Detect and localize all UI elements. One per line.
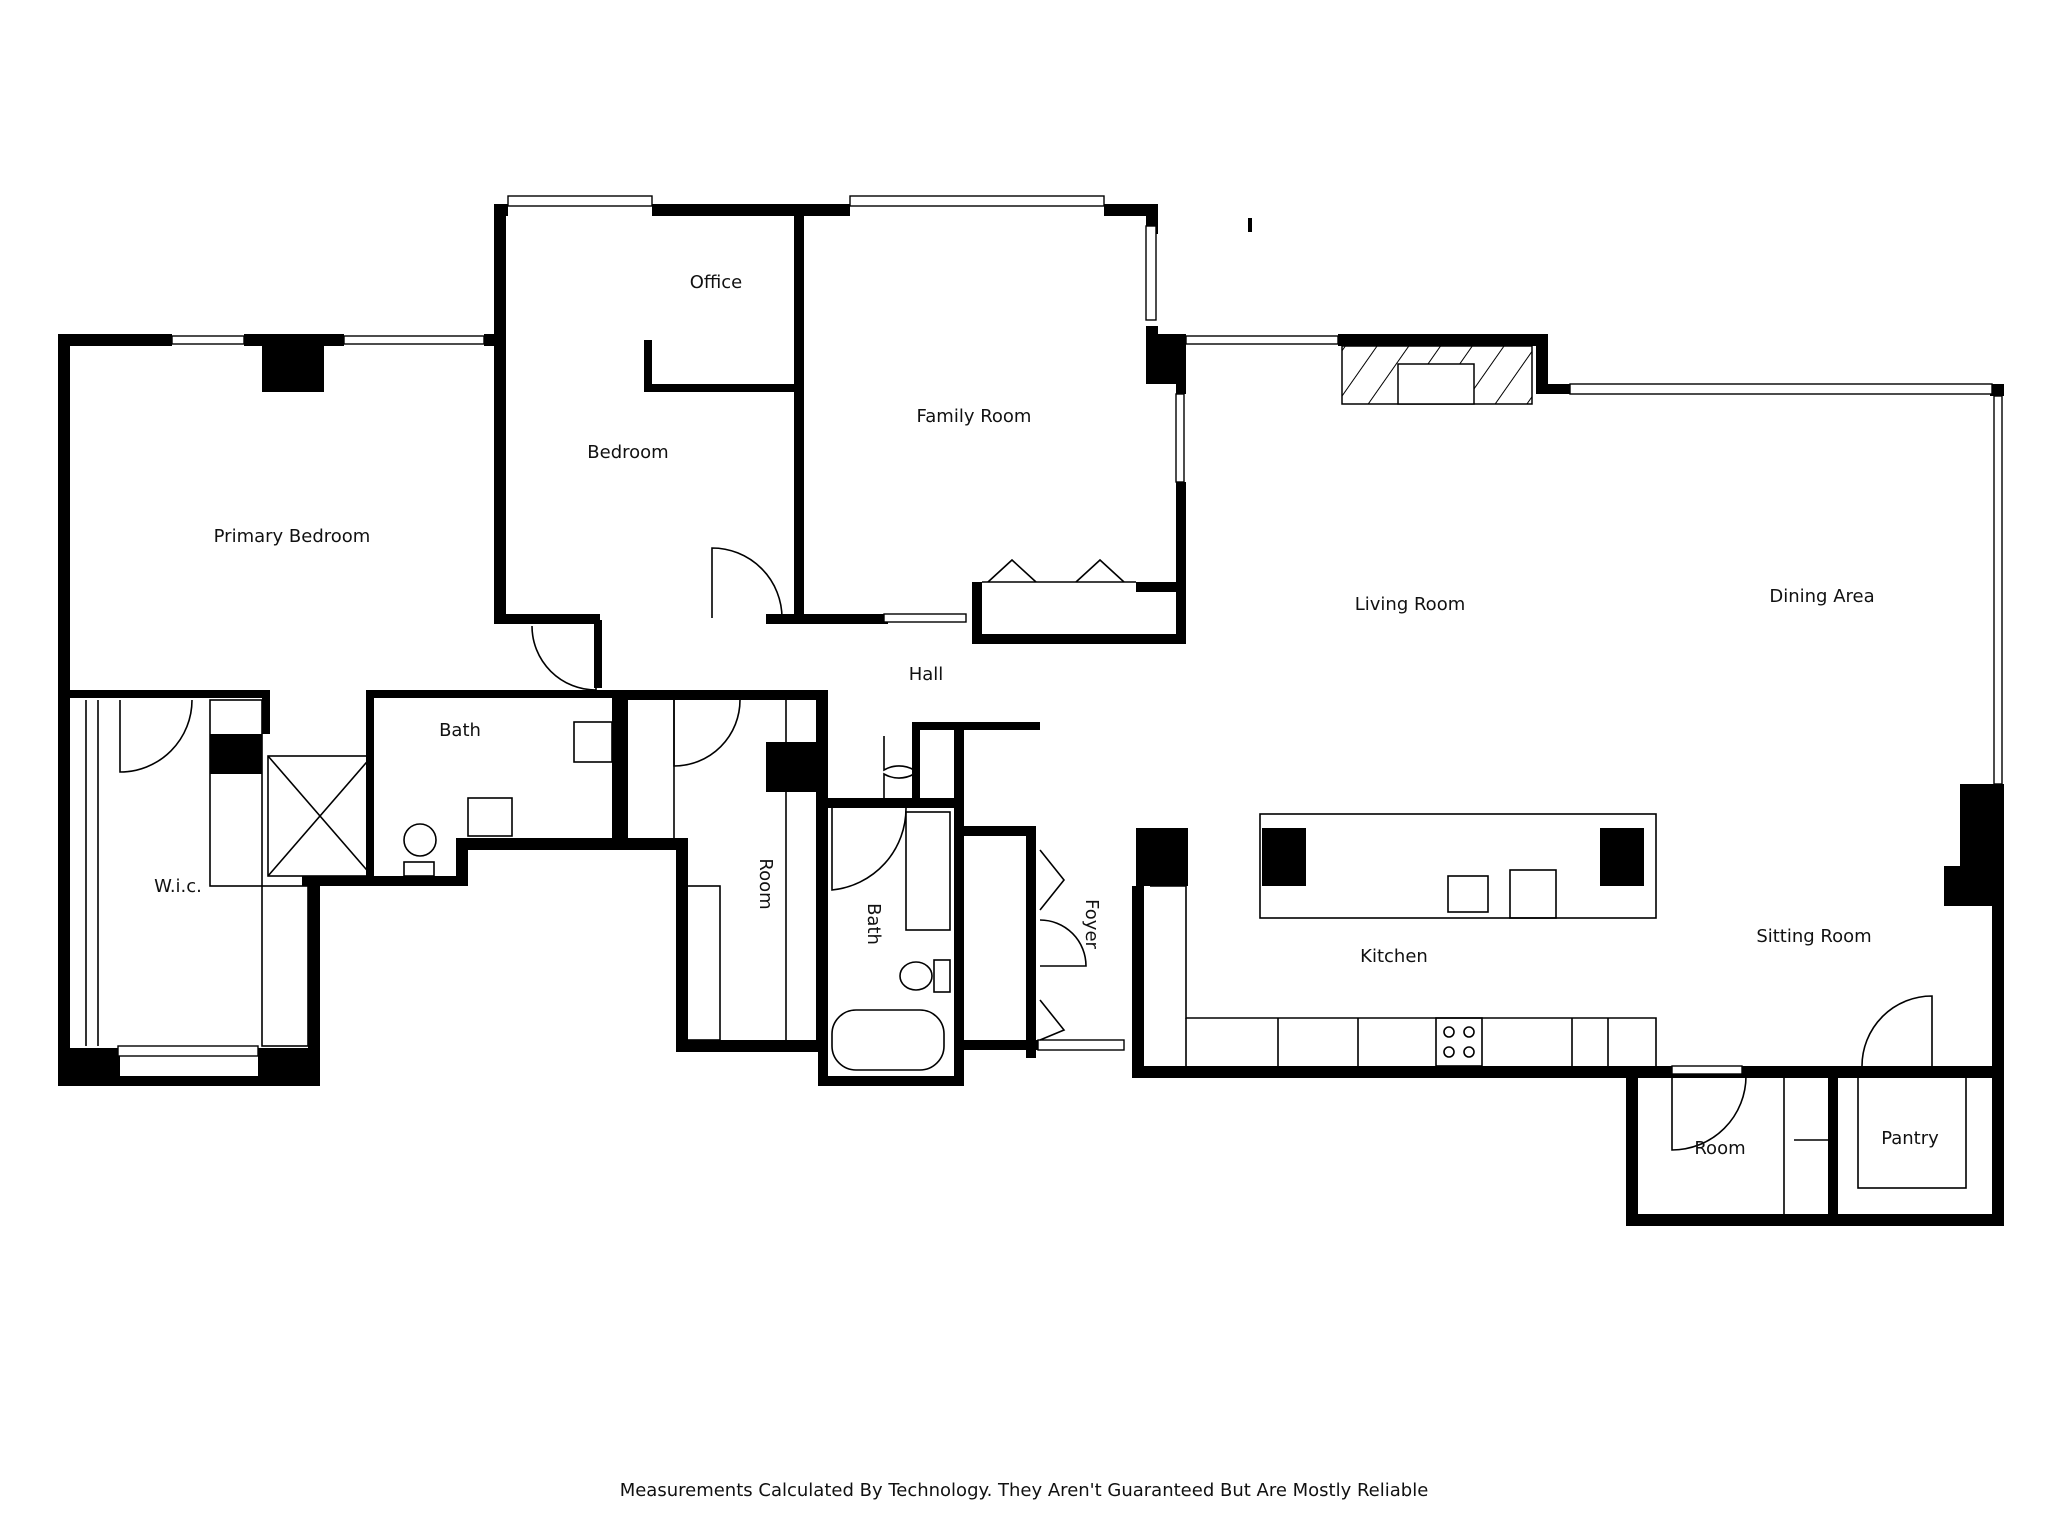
room-label-sitting-room: Sitting Room [1756,926,1871,947]
room-label-living-room: Living Room [1355,594,1466,615]
room-label-bedroom: Bedroom [587,442,668,463]
room-label-primary-bedroom: Primary Bedroom [214,526,371,547]
room-label-room: Room [755,858,776,909]
room-label-wic: W.i.c. [154,876,202,897]
fixtures [85,345,1967,1214]
room-label-family-room: Family Room [917,406,1032,427]
room-labels: Office Family Room Bedroom Primary Bedro… [154,272,1939,1159]
walls [58,204,2004,1226]
measurement-disclaimer: Measurements Calculated By Technology. T… [620,1480,1429,1501]
room-label-bath: Bath [863,903,884,945]
room-label-pantry: Pantry [1881,1128,1939,1149]
room-label-room: Room [1694,1138,1745,1159]
room-label-dining-area: Dining Area [1769,586,1874,607]
room-label-hall: Hall [909,664,944,685]
room-label-office: Office [690,272,743,293]
room-label-bath: Bath [439,720,481,741]
room-label-foyer: Foyer [1081,899,1102,949]
windows [117,195,2003,1075]
room-label-kitchen: Kitchen [1360,946,1428,967]
